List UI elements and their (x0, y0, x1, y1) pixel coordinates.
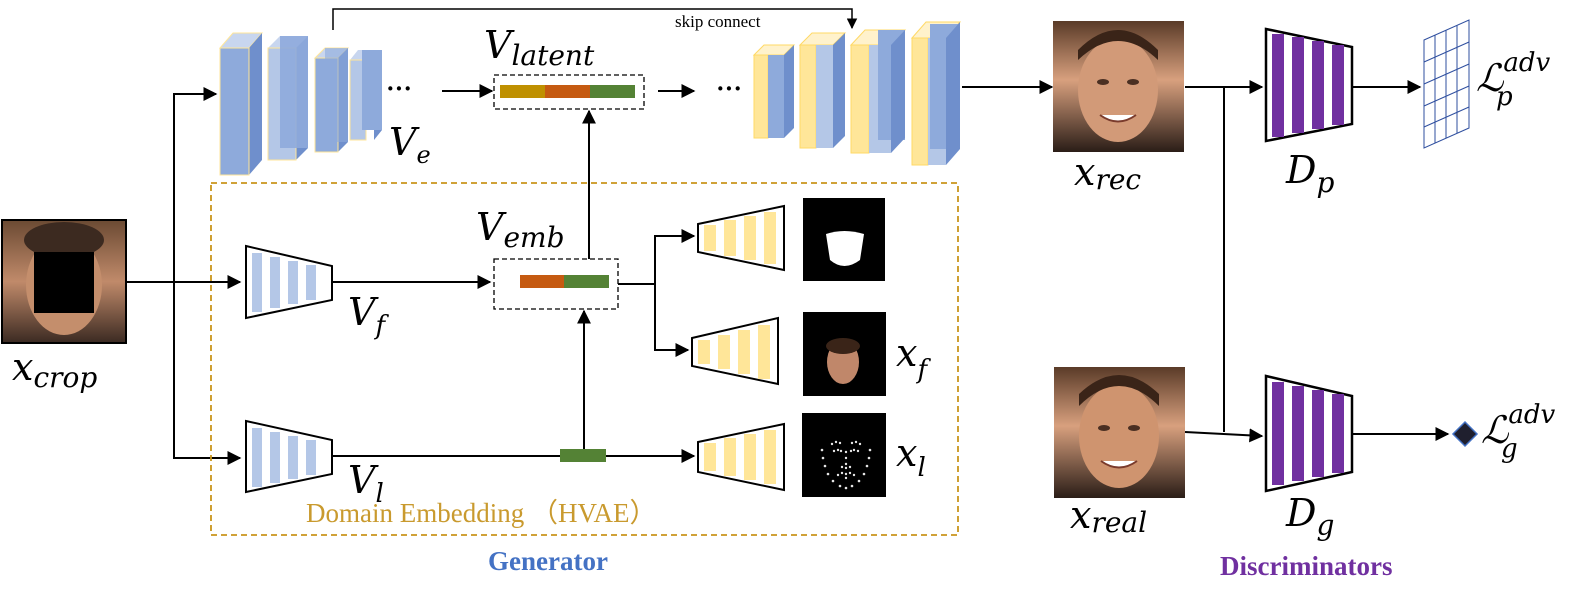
xreal-label: xreal (1070, 493, 1147, 539)
emb-block: Vemb (476, 205, 619, 310)
latent-seg-green (590, 85, 635, 98)
dg-main: D (1285, 491, 1316, 535)
decoder-face (691, 316, 779, 386)
scalar-output-diamond (1451, 420, 1479, 448)
loss-p-label: ℒadv p (1476, 48, 1551, 112)
xcrop-sub: crop (33, 361, 97, 394)
domain-embedding-label: Domain Embedding （HVAE） (306, 498, 656, 528)
mask-output-image (803, 198, 885, 281)
discriminator-dp: Dp (1264, 27, 1354, 199)
xf-main: x (896, 331, 917, 375)
xrec-label: xrec (1074, 150, 1141, 196)
latent-block: Vlatent (484, 23, 645, 110)
vl-main: V (348, 458, 379, 502)
skip-connect-label: skip connect (675, 12, 761, 31)
discriminators-caption: Discriminators (1220, 551, 1392, 581)
vemb-label: Vemb (476, 205, 565, 254)
vl-code-green (560, 449, 606, 462)
vf-sub: f (373, 311, 389, 341)
latent-seg-orange (545, 85, 590, 98)
loss-g-sup: adv (1508, 400, 1555, 430)
loss-g-sub: g (1501, 434, 1518, 464)
xf-sub: f (915, 355, 931, 385)
xcrop-main: x (12, 345, 33, 389)
emb-seg-orange (520, 275, 564, 288)
landmark-output-image: xl (802, 413, 926, 497)
decoder-mask (697, 204, 785, 272)
loss-p-sub: p (1496, 82, 1513, 112)
loss-p-sup: adv (1503, 48, 1550, 78)
encoder-ve: ··· Ve (218, 32, 431, 176)
emb-routing (618, 229, 696, 357)
xrec-sub: rec (1095, 163, 1141, 196)
xl-sub: l (917, 453, 925, 483)
vlatent-sub: latent (511, 39, 595, 72)
domain-embedding-box (210, 182, 959, 536)
vf-label: Vf (348, 290, 389, 341)
ve-label: Ve (389, 120, 431, 169)
ve-sub: e (416, 141, 430, 169)
vf-main: V (348, 290, 379, 334)
dp-label: Dp (1285, 148, 1334, 199)
dg-label: Dg (1285, 491, 1334, 542)
loss-p-main: ℒ (1476, 56, 1505, 100)
xl-label: xl (896, 431, 926, 483)
vemb-sub: emb (503, 221, 564, 254)
vlatent-label: Vlatent (484, 23, 595, 72)
x-real-image: xreal (1054, 367, 1185, 539)
dp-main: D (1285, 148, 1316, 192)
decoder-landmark (697, 422, 785, 492)
vl-label: Vl (348, 458, 384, 509)
xl-main: x (896, 431, 917, 475)
face-output-image: xf (803, 312, 931, 396)
dg-sub: g (1316, 509, 1334, 542)
skip-connection: skip connect (332, 8, 858, 31)
dp-sub: p (1316, 166, 1334, 199)
xcrop-label: xcrop (12, 345, 97, 394)
xreal-main: x (1070, 493, 1091, 537)
loss-g-main: ℒ (1481, 408, 1510, 452)
ellipsis-encoder: ··· (386, 74, 412, 103)
xf-label: xf (896, 331, 931, 385)
vemb-main: V (476, 205, 507, 249)
xrec-main: x (1074, 150, 1095, 194)
encoder-vf: Vf (245, 244, 389, 341)
disc-routing (1184, 80, 1264, 443)
patch-grid (1423, 19, 1470, 149)
latent-seg-gold (500, 85, 545, 98)
vlatent-main: V (484, 23, 515, 67)
xreal-sub: real (1091, 506, 1147, 539)
decoder-blocks (752, 21, 962, 166)
ve-main: V (389, 120, 420, 164)
x-crop-image: xcrop (1, 219, 127, 394)
encoder-vl: Vl (245, 419, 384, 509)
generator-caption: Generator (488, 546, 608, 576)
input-routing (126, 87, 242, 465)
vl-sub: l (375, 479, 383, 509)
discriminator-dg: Dg (1264, 374, 1354, 542)
emb-seg-green (564, 275, 609, 288)
crop-mask (34, 252, 94, 313)
loss-g-label: ℒadv g (1481, 400, 1556, 464)
ellipsis-decoder: ··· (716, 74, 742, 103)
x-rec-image: xrec (1053, 21, 1184, 196)
